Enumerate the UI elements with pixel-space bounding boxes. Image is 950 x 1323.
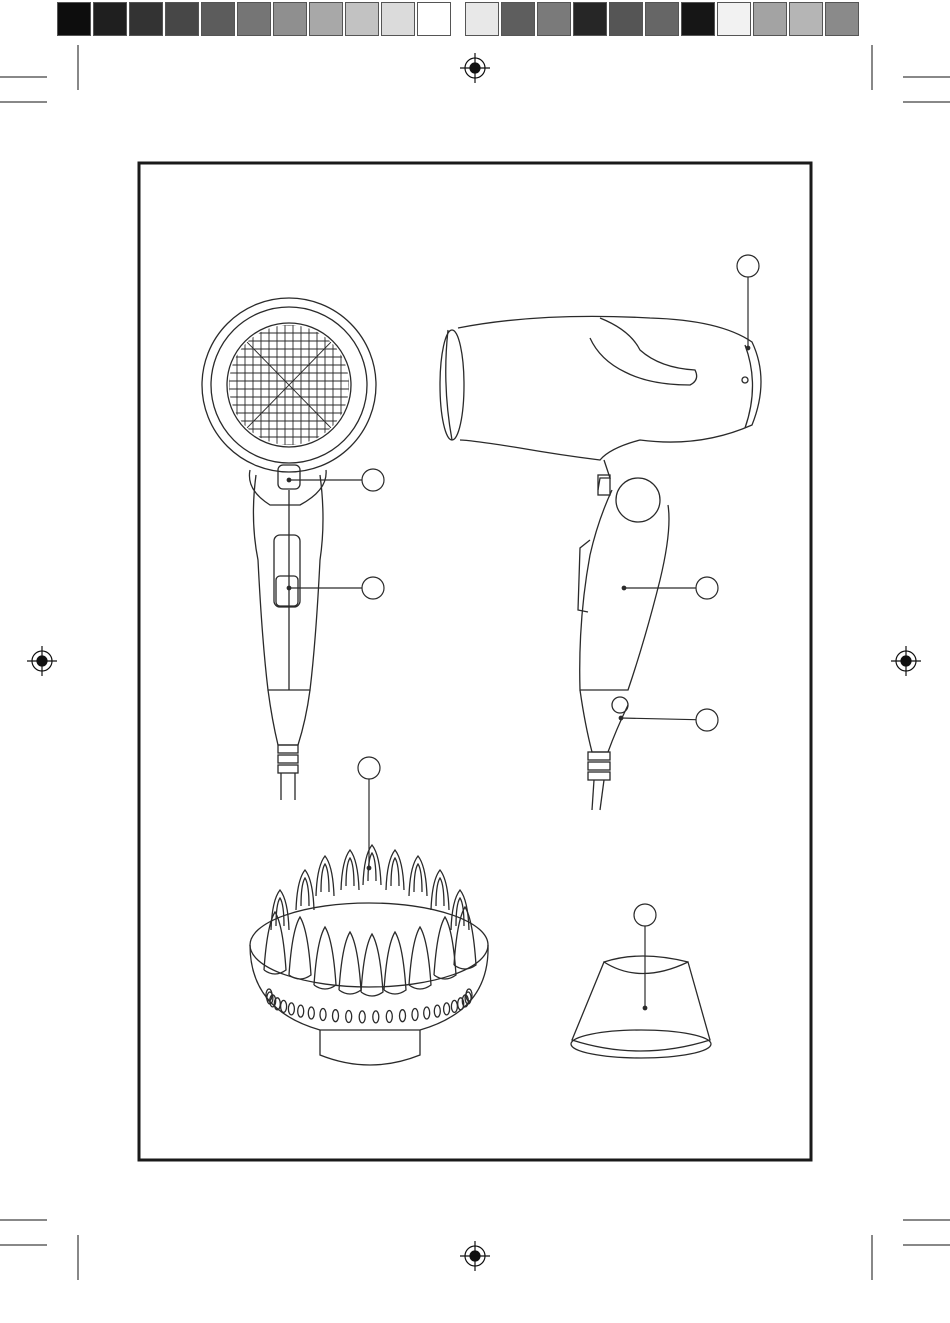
registration-mark-top bbox=[460, 53, 490, 83]
diffuser-finger bbox=[431, 870, 449, 910]
diffuser-fingers bbox=[264, 845, 476, 1023]
callout-dot bbox=[287, 586, 291, 590]
callout-leader-line bbox=[621, 718, 696, 720]
diffuser-vent bbox=[281, 1000, 287, 1012]
diffuser-finger-inner bbox=[414, 864, 422, 892]
callout-circle bbox=[737, 255, 759, 277]
diffuser-finger bbox=[384, 932, 406, 994]
diffuser-vent bbox=[288, 1003, 294, 1015]
diffuser-vent bbox=[434, 1005, 440, 1017]
callout-dot bbox=[287, 478, 291, 482]
diffuser-vent bbox=[359, 1011, 365, 1023]
diffuser-vent bbox=[308, 1007, 314, 1019]
diffuser-finger bbox=[409, 856, 427, 896]
diffuser-finger bbox=[341, 850, 359, 890]
diffuser-vent bbox=[333, 1010, 339, 1022]
diffuser-finger bbox=[296, 870, 314, 910]
registration-mark-right bbox=[891, 646, 921, 676]
diffuser-finger-inner bbox=[321, 864, 329, 892]
callout-circle bbox=[634, 904, 656, 926]
registration-mark-left bbox=[27, 646, 57, 676]
diffuser-vent bbox=[298, 1005, 304, 1017]
diffuser-finger bbox=[434, 917, 456, 979]
diffuser-vent bbox=[451, 1000, 457, 1012]
diffuser-finger bbox=[289, 917, 311, 979]
dryer-side-view bbox=[440, 316, 761, 810]
callout-front-button bbox=[287, 469, 384, 491]
diffuser-finger bbox=[363, 845, 381, 885]
diffuser-vent bbox=[320, 1009, 326, 1021]
callout-circle bbox=[696, 577, 718, 599]
registration-mark-bottom bbox=[460, 1241, 490, 1271]
dryer-front-view bbox=[202, 298, 376, 800]
diffuser-vent bbox=[386, 1011, 392, 1023]
diffuser-finger bbox=[314, 927, 336, 989]
concentrator-nozzle bbox=[571, 956, 711, 1058]
callout-circle bbox=[362, 469, 384, 491]
diffuser-finger bbox=[386, 850, 404, 890]
diffuser-vent bbox=[373, 1011, 379, 1023]
diffuser-finger-inner bbox=[391, 858, 399, 886]
diffuser-vent bbox=[400, 1010, 406, 1022]
diffuser-finger bbox=[264, 912, 286, 974]
callout-dot bbox=[622, 586, 626, 590]
callouts bbox=[287, 255, 759, 1010]
callout-circle bbox=[358, 757, 380, 779]
registration-marks bbox=[27, 53, 921, 1271]
callout-side-handle bbox=[622, 577, 718, 599]
diffuser-vent bbox=[412, 1009, 418, 1021]
diffuser-finger-inner bbox=[301, 878, 309, 906]
diffuser-finger-inner bbox=[346, 858, 354, 886]
callout-dot bbox=[746, 346, 750, 350]
diffuser-finger-inner bbox=[276, 898, 284, 926]
callout-dot bbox=[643, 1006, 647, 1010]
diffuser-attachment bbox=[250, 845, 488, 1065]
air-intake-grille bbox=[225, 320, 355, 450]
diffuser-finger bbox=[339, 932, 361, 994]
diffuser-vent bbox=[424, 1007, 430, 1019]
diffuser-finger-inner bbox=[436, 878, 444, 906]
callout-circle bbox=[362, 577, 384, 599]
callout-side-hook bbox=[619, 709, 718, 731]
crop-marks bbox=[0, 45, 950, 1280]
diffuser-finger bbox=[316, 856, 334, 896]
callout-dot bbox=[367, 866, 371, 870]
callout-circle bbox=[696, 709, 718, 731]
callout-front-switch bbox=[287, 577, 384, 599]
diffuser-finger bbox=[409, 927, 431, 989]
diffuser-vent bbox=[346, 1011, 352, 1023]
diffuser-vent bbox=[444, 1003, 450, 1015]
callout-dot bbox=[619, 716, 623, 720]
